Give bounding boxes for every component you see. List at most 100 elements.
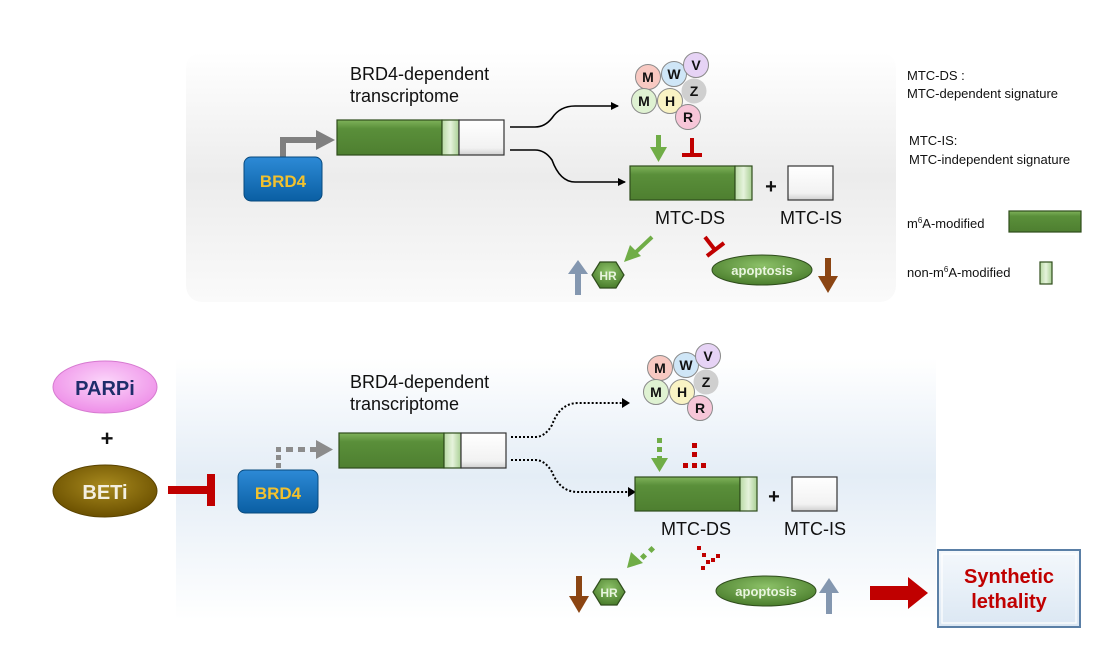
drug-combination-plus: + — [101, 426, 114, 451]
complex-subunit: Z — [693, 369, 719, 395]
top-hr-up-arrow-icon — [568, 260, 588, 295]
complex-subunit: H — [657, 88, 683, 114]
complex-subunit-label: Z — [690, 83, 699, 99]
top-green-arrow-icon — [650, 135, 667, 162]
mtc-is-segment — [460, 432, 507, 469]
top-green-diag-arrow-icon — [624, 235, 654, 262]
top-apoptosis-down-arrow-icon — [818, 258, 838, 293]
complex-subunit-label: V — [691, 57, 701, 73]
bottom-mtc-ds-label: MTC-DS — [661, 519, 731, 539]
complex-subunit-label: W — [679, 357, 693, 373]
complex-subunit-label: M — [642, 69, 654, 85]
bottom-hr-hexagon: HR — [592, 578, 626, 606]
complex-subunit-label: M — [638, 93, 650, 109]
top-mtc-ds-label: MTC-DS — [655, 208, 725, 228]
bottom-dotted-branch-to-complex — [511, 402, 622, 438]
complex-subunit-circle — [673, 352, 699, 378]
complex-subunit-label: H — [677, 384, 687, 400]
m6a-segment — [336, 119, 443, 156]
legend-non-m6a-label: non-m6A-modified — [907, 265, 1010, 280]
complex-subunit: W — [673, 352, 699, 378]
non-m6a-segment — [443, 432, 462, 469]
complex-subunit: R — [687, 395, 713, 421]
top-mtc-ds-light-bar — [734, 165, 753, 201]
legend-m6a-swatch — [1008, 210, 1082, 233]
top-mtc-ds-green-bar — [629, 165, 736, 201]
top-brd4-box: BRD4 — [243, 156, 323, 202]
top-apoptosis-label: apoptosis — [731, 263, 792, 278]
top-mtc-is-label: MTC-IS — [780, 208, 842, 228]
complex-subunit: M — [643, 379, 669, 405]
bottom-dotted-branch-to-mtc-ds — [511, 459, 628, 493]
top-transcript-bar — [336, 119, 505, 156]
bottom-transcriptome-label-line2: transcriptome — [350, 394, 459, 414]
complex-subunit-circle — [643, 379, 669, 405]
beti-oval: BETi — [52, 464, 158, 518]
complex-subunit-circle — [661, 61, 687, 87]
complex-subunit: H — [669, 379, 695, 405]
synthetic-lethality-line1: Synthetic — [964, 566, 1054, 588]
bottom-transcript-bar — [338, 432, 507, 469]
bottom-dotted-branch-arrowhead-2 — [628, 487, 636, 497]
top-transcriptome-label-line1: BRD4-dependent — [350, 64, 489, 84]
top-panel-background — [186, 52, 896, 302]
complex-subunit: M — [647, 355, 673, 381]
top-mtc-is-bar — [787, 165, 834, 201]
m6a-segment — [338, 432, 445, 469]
top-promoter-arrowhead — [316, 130, 335, 150]
bottom-dotted-red-inhibit-icon — [683, 443, 706, 468]
top-brd4-label: BRD4 — [260, 172, 307, 191]
complex-subunit-circle — [693, 369, 719, 395]
parpi-oval: PARPi — [52, 360, 158, 414]
bottom-mtc-ds-green-bar — [634, 476, 741, 512]
legend-mtc-ds-title: MTC-DS : — [907, 68, 965, 83]
bottom-transcriptome-label-line1: BRD4-dependent — [350, 372, 489, 392]
bottom-brd4-label: BRD4 — [255, 484, 302, 503]
complex-subunit-circle — [683, 52, 709, 78]
top-branch-to-complex — [510, 102, 619, 128]
complex-subunit: Z — [681, 78, 707, 104]
top-apoptosis-oval: apoptosis — [711, 254, 813, 286]
bottom-dotted-red-diag-inhibit-icon — [697, 546, 720, 570]
bottom-brd4-box: BRD4 — [237, 469, 319, 514]
top-hr-hexagon: HR — [591, 261, 625, 289]
complex-subunit-circle — [669, 379, 695, 405]
legend-non-m6a-swatch — [1039, 261, 1053, 285]
complex-subunit-label: M — [654, 360, 666, 376]
bottom-panel: PARPi + BETi BRD4 BRD4-dependent — [52, 343, 1081, 628]
bottom-apoptosis-label: apoptosis — [735, 584, 796, 599]
complex-subunit-circle — [657, 88, 683, 114]
bottom-dotted-green-arrow-icon — [651, 438, 668, 472]
complex-subunit-circle — [687, 395, 713, 421]
beti-label: BETi — [82, 482, 127, 504]
bottom-dotted-green-diag-arrow-icon — [627, 545, 656, 568]
non-m6a-segment — [441, 119, 460, 156]
top-hr-label: HR — [599, 269, 617, 283]
bottom-hr-label: HR — [600, 586, 618, 600]
complex-subunit: M — [631, 88, 657, 114]
synthetic-lethality-line2: lethality — [971, 591, 1047, 613]
complex-subunit-label: W — [667, 66, 681, 82]
complex-subunit: V — [695, 343, 721, 369]
complex-subunit-label: H — [665, 93, 675, 109]
bottom-mtc-is-label: MTC-IS — [784, 519, 846, 539]
bottom-plus-sign: + — [768, 486, 780, 508]
bottom-promoter-dotted-arrow — [276, 440, 333, 468]
bottom-mtc-ds-light-bar — [739, 476, 758, 512]
legend-mtc-ds-description: MTC-dependent signature — [907, 86, 1058, 101]
complex-subunit-circle — [681, 78, 707, 104]
bottom-mtc-is-bar — [791, 476, 838, 512]
complex-subunit-circle — [695, 343, 721, 369]
parpi-label: PARPi — [75, 378, 135, 400]
complex-subunit: W — [661, 61, 687, 87]
top-transcriptome-label-line2: transcriptome — [350, 86, 459, 106]
complex-subunit-label: R — [695, 400, 705, 416]
top-promoter-arrow — [280, 137, 318, 160]
complex-subunit-label: V — [703, 348, 713, 364]
bottom-apoptosis-up-arrow-icon — [819, 578, 839, 614]
beti-inhibit-icon — [168, 474, 215, 506]
legend-m6a-modified-label: m6A-modified — [907, 216, 984, 231]
